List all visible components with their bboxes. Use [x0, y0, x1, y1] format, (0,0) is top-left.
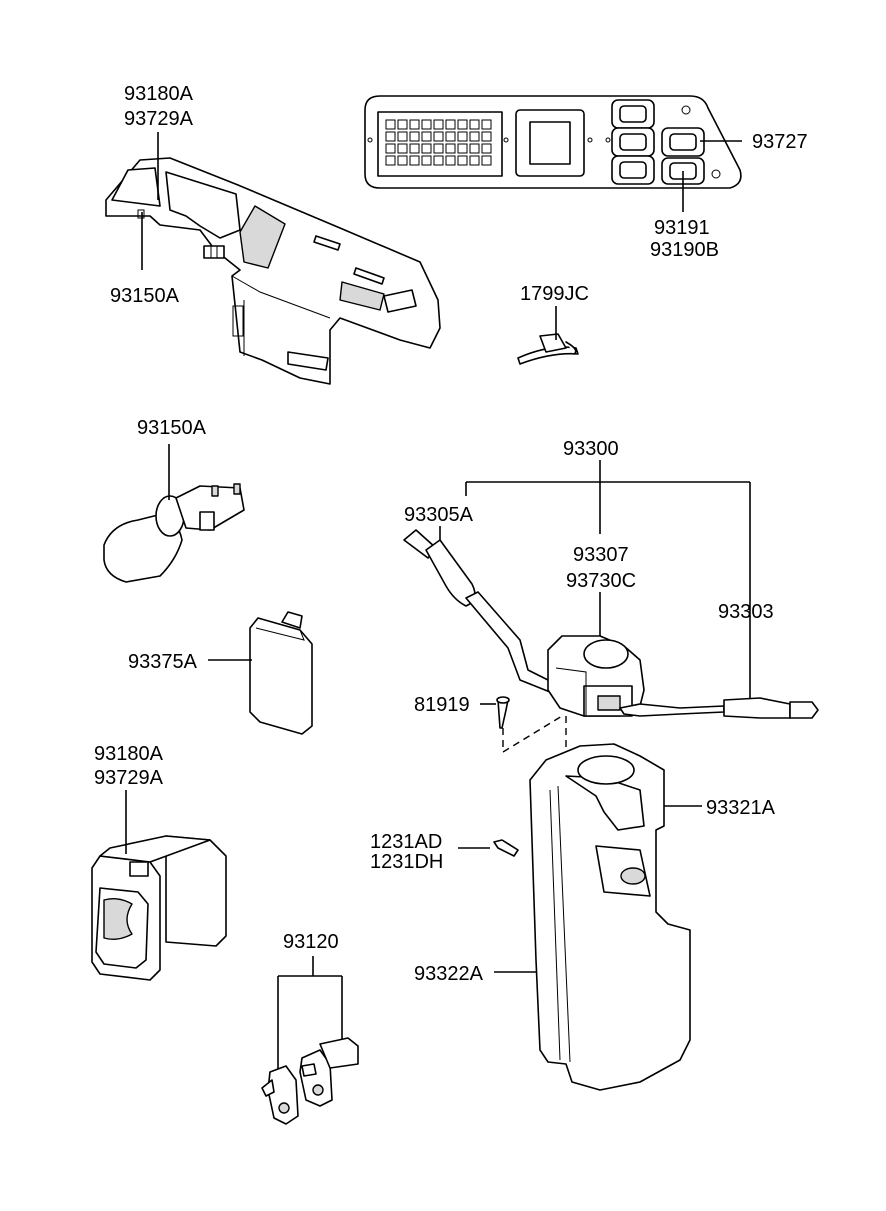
vent-cell: [445, 119, 456, 130]
vent-cell: [409, 131, 420, 142]
label-93303: 93303: [718, 601, 774, 623]
vent-cell: [481, 131, 492, 142]
vent-cell: [469, 143, 480, 154]
vent-cell: [409, 155, 420, 166]
label-93321A: 93321A: [706, 797, 776, 819]
vent-cell: [385, 119, 396, 130]
label-93730C: 93730C: [566, 570, 636, 592]
vent-cell: [433, 143, 444, 154]
vent-cell: [397, 155, 408, 166]
vent-cell: [421, 143, 432, 154]
vent-cell: [433, 155, 444, 166]
vent-cell: [457, 131, 468, 142]
vent-cell: [421, 155, 432, 166]
vent-cell: [469, 131, 480, 142]
label-1799JC: 1799JC: [520, 283, 589, 305]
dashboard-panel: [105, 132, 441, 385]
vent-cell: [385, 155, 396, 166]
vent-cell: [469, 155, 480, 166]
rocker-switch-lower: [91, 790, 227, 981]
label-93727: 93727: [752, 131, 808, 153]
vent-cell: [433, 131, 444, 142]
vent-cell: [481, 143, 492, 154]
label-93307: 93307: [573, 544, 629, 566]
label-93375A: 93375A: [128, 651, 198, 673]
label-93305A: 93305A: [404, 504, 474, 526]
knob-switch: [103, 444, 245, 583]
vent-cell: [409, 119, 420, 130]
vent-cell: [421, 119, 432, 130]
label-93322A: 93322A: [414, 963, 484, 985]
label-93300: 93300: [563, 438, 619, 460]
label-81919: 81919: [414, 694, 470, 716]
vent-cell: [397, 119, 408, 130]
vent-grid: [385, 119, 492, 166]
sensors-93120: [261, 956, 359, 1125]
vent-cell: [445, 143, 456, 154]
cable-tie: [517, 306, 579, 365]
vent-cell: [457, 143, 468, 154]
vent-cell: [421, 131, 432, 142]
vent-cell: [409, 143, 420, 154]
label-93150A-mid: 93150A: [137, 417, 207, 439]
combination-switch: [403, 460, 819, 774]
vent-cell: [397, 143, 408, 154]
label-1231DH: 1231DH: [370, 851, 443, 873]
label-93180A-low: 93180A: [94, 743, 164, 765]
rocker-switches: [611, 99, 705, 185]
label-93120: 93120: [283, 931, 339, 953]
label-93191: 93191: [654, 217, 710, 239]
label-93150A-top: 93150A: [110, 285, 180, 307]
vent-cell: [481, 155, 492, 166]
blank-cover: [208, 611, 313, 735]
vent-cell: [397, 131, 408, 142]
vent-cell: [457, 119, 468, 130]
vent-cell: [445, 131, 456, 142]
vent-cell: [469, 119, 480, 130]
vent-cell: [457, 155, 468, 166]
vent-cell: [385, 143, 396, 154]
label-93180A-top: 93180A: [124, 83, 194, 105]
label-93190B: 93190B: [650, 239, 719, 261]
vent-cell: [481, 119, 492, 130]
label-93729A-low: 93729A: [94, 767, 164, 789]
label-1231AD: 1231AD: [370, 831, 442, 853]
vent-cell: [433, 119, 444, 130]
vent-cell: [385, 131, 396, 142]
switch-panel: [364, 95, 742, 212]
vent-cell: [445, 155, 456, 166]
label-93729A-top: 93729A: [124, 108, 194, 130]
column-shroud: [458, 743, 702, 1091]
